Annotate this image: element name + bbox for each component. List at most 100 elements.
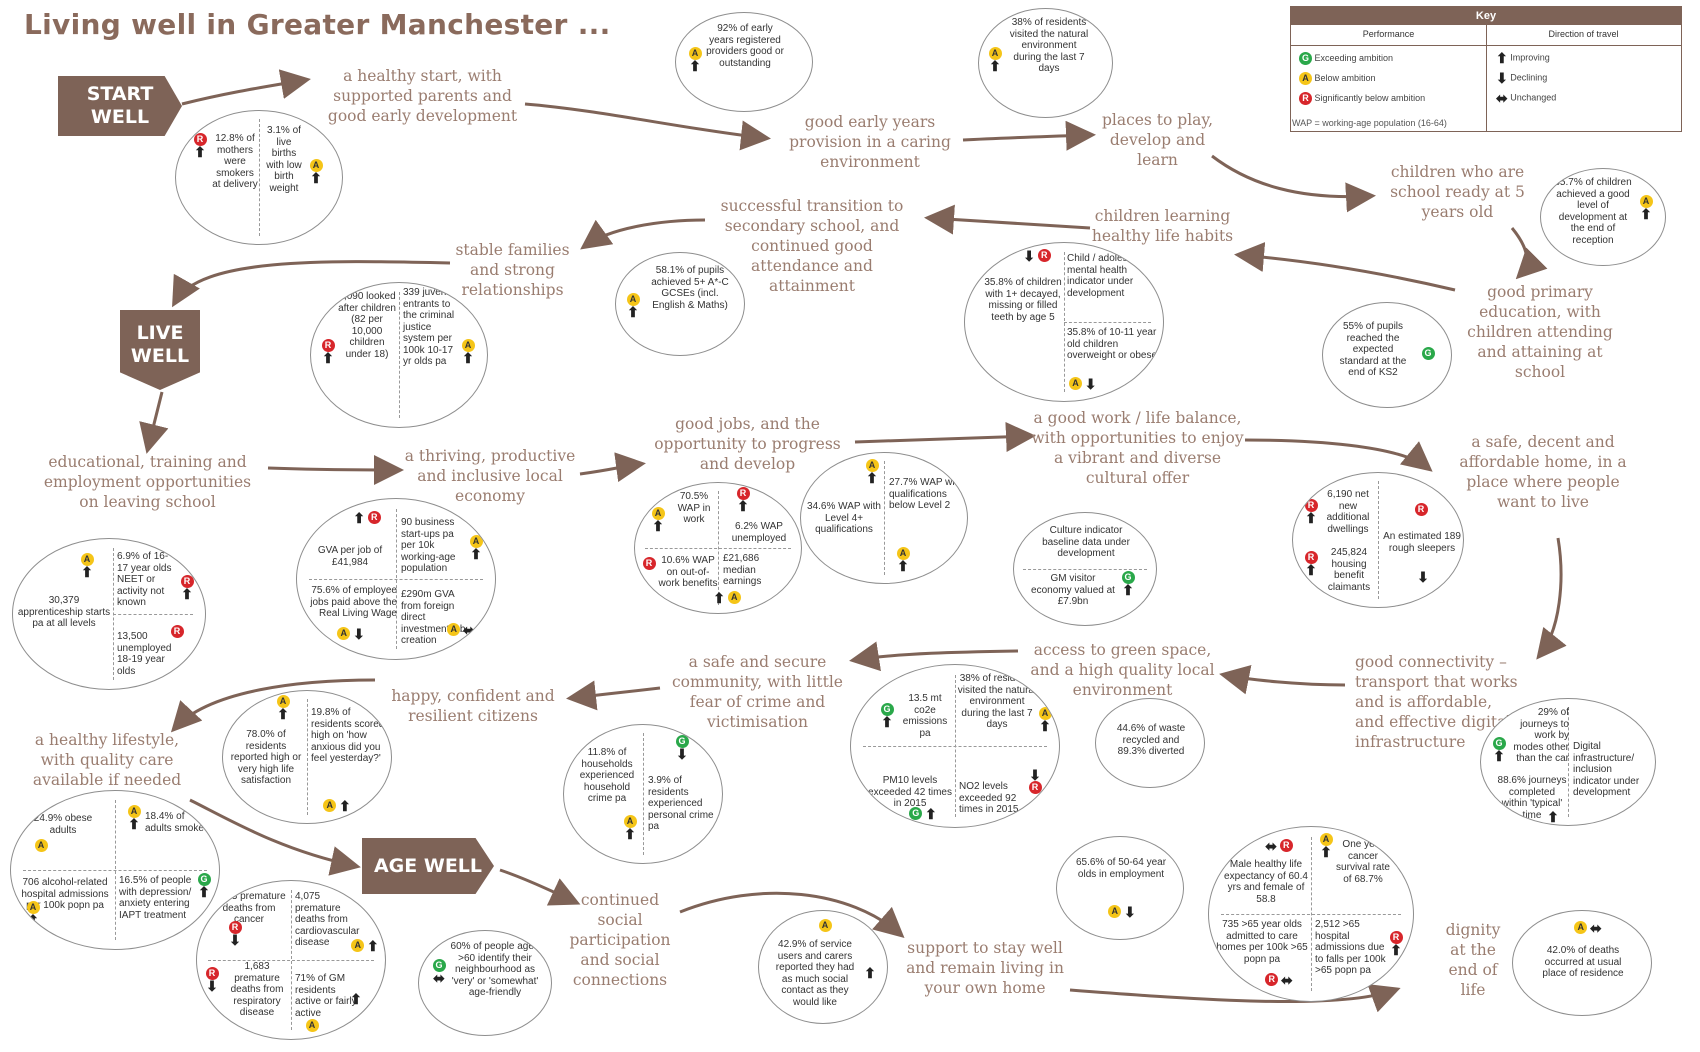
- red-rating-icon: R: [1037, 249, 1051, 262]
- indicator-text: 245,824 housing benefit claimants: [1327, 547, 1371, 593]
- indicator-text: 3.9% of residents experienced personal c…: [648, 775, 714, 832]
- flow-arrow: [854, 421, 1036, 452]
- red-rating-icon: R: [321, 339, 335, 352]
- arrow-up-icon: ⬆: [1305, 562, 1317, 578]
- arrow-up-icon: ⬆: [713, 589, 725, 606]
- phrase-good-jobs: good jobs, and the opportunity to progre…: [654, 415, 841, 473]
- arrow-up-icon: ⬆: [925, 805, 937, 822]
- flow-arrow: [579, 452, 646, 483]
- green-rating-icon: G: [1421, 347, 1435, 360]
- arrow-up-icon: ⬆: [1122, 582, 1134, 598]
- bubble-healthy-start: R⬆ 12.8% of mothers were smokers at deli…: [175, 110, 343, 245]
- indicator-text: 6,190 net new additional dwellings: [1326, 489, 1370, 535]
- amber-rating-icon: A: [818, 919, 832, 932]
- arrow-up-icon: ⬆: [1496, 50, 1508, 66]
- bubble-green-space: G⬆ 13.5 mt co2e emissions pa 38% of resi…: [850, 664, 1060, 828]
- arrow-down-icon: ⬇: [676, 746, 688, 762]
- amber-rating-icon: A: [1069, 377, 1082, 390]
- arrow-up-icon: ⬆: [462, 350, 474, 366]
- indicator-text: 42.9% of service users and carers report…: [775, 939, 855, 1008]
- arrow-up-icon: ⬆: [989, 58, 1001, 74]
- red-rating-icon: R: [1389, 931, 1403, 944]
- bubble-ks2: 55% of pupils reached the expected stand…: [1322, 302, 1452, 408]
- indicator-text: 90 business start-ups pa per 10k working…: [401, 517, 456, 574]
- indicator-text: £21,686 median earnings: [723, 553, 762, 587]
- indicator-text: 30,379 apprenticeship starts pa at all l…: [17, 595, 111, 629]
- green-rating-icon: G: [1492, 737, 1506, 750]
- arrow-up-icon: ⬆: [1493, 748, 1505, 764]
- amber-rating-icon: A: [351, 939, 365, 952]
- phrase-healthy-lifestyle: a healthy lifestyle, with quality care a…: [32, 731, 182, 789]
- arrow-up-icon: ⬆: [1320, 844, 1332, 860]
- flow-arrow: [580, 218, 706, 250]
- phrase-educational-opportunities: educational, training and employment opp…: [43, 453, 252, 511]
- arrow-up-icon: ⬆: [353, 509, 365, 526]
- bubble-independent-living: ⬌ R Male healthy life expectancy of 60.4…: [1208, 826, 1414, 1002]
- indicator-text: 6.2% WAP unemployed: [731, 521, 787, 544]
- bubble-older-employment: 65.6% of 50-64 year olds in employment A…: [1056, 836, 1184, 940]
- red-rating-icon: R: [1279, 839, 1293, 852]
- flow-arrow: [1536, 537, 1567, 660]
- arrow-up-icon: ⬆: [128, 816, 140, 832]
- arrow-up-icon: ⬆: [81, 564, 93, 580]
- green-rating-icon: G: [880, 703, 894, 716]
- amber-rating-icon: A: [461, 339, 475, 352]
- red-rating-icon: R: [367, 511, 381, 524]
- indicator-text: 75.6% of employee jobs paid above the Re…: [310, 585, 397, 619]
- arrow-down-icon: ⬇: [1084, 375, 1097, 392]
- bubble-community-safety: 11.8% of households experienced househol…: [563, 724, 723, 864]
- arrow-leftright-icon: ⬌: [463, 621, 475, 638]
- red-rating-icon: R: [1265, 973, 1279, 986]
- indicator-text: 58.1% of pupils achieved 5+ A*-C GCSEs (…: [651, 265, 729, 311]
- indicator-text: 38% of residents visited the natural env…: [957, 673, 1037, 730]
- bubble-age-friendly: G⬌ 60% of people aged >60 identify their…: [418, 930, 552, 1036]
- amber-rating-icon: A: [309, 159, 323, 172]
- arrow-down-icon: ⬇: [1023, 247, 1035, 264]
- indicator-text: 10.6% WAP on out-of-work benefits: [658, 555, 718, 589]
- phrase-healthy-habits: children learning healthy life habits: [1091, 207, 1234, 245]
- bubble-happy-citizens: A⬆ 78.0% of residents reported high or v…: [222, 690, 392, 824]
- phrase-green-space: access to green space, and a high qualit…: [1030, 641, 1215, 699]
- phrase-primary-education: good primary education, with children at…: [1467, 283, 1613, 381]
- arrow-up-icon: ⬆: [194, 144, 206, 160]
- arrow-up-icon: ⬆: [277, 706, 289, 722]
- indicator-text: 38% of residents visited the natural env…: [1009, 17, 1089, 74]
- arrow-leftright-icon: ⬌: [433, 970, 445, 986]
- flow-arrow: [1211, 154, 1376, 213]
- amber-rating-icon: A: [26, 901, 40, 914]
- key-direction-label: Declining: [1510, 72, 1548, 83]
- arrow-up-icon: ⬆: [367, 937, 379, 954]
- live-well-banner: LIVE WELL: [120, 310, 200, 390]
- indicator-text: Child / adolescent mental health indicat…: [1067, 253, 1147, 299]
- indicator-text: GVA per job of £41,984: [317, 545, 383, 568]
- arrow-up-icon: ⬆: [339, 797, 351, 814]
- indicator-text: 60% of people aged >60 identify their ne…: [450, 941, 540, 998]
- arrow-leftright-icon: ⬌: [1496, 90, 1508, 106]
- amber-rating-icon: A: [623, 815, 637, 828]
- amber-rating-icon: A: [1108, 905, 1122, 918]
- arrow-up-icon: ⬆: [866, 470, 878, 486]
- bubble-natural-environment-early: A⬆ 38% of residents visited the natural …: [978, 8, 1113, 118]
- red-rating-icon: R: [1299, 92, 1312, 105]
- green-rating-icon: G: [432, 959, 446, 972]
- arrow-leftright-icon: ⬌: [1265, 837, 1277, 854]
- phrase-affordable-home: a safe, decent and affordable home, in a…: [1459, 433, 1627, 511]
- flow-arrow: [924, 204, 1091, 235]
- page-title: Living well in Greater Manchester ...: [24, 8, 611, 41]
- bubble-gcse: A⬆ 58.1% of pupils achieved 5+ A*-C GCSE…: [615, 252, 745, 356]
- amber-rating-icon: A: [688, 47, 702, 60]
- indicator-text: £290m GVA from foreign direct investment…: [401, 589, 466, 646]
- bubble-premature-deaths: 6,263 premature deaths from cancer R⬇ 4,…: [196, 880, 386, 1040]
- arrow-down-icon: ⬇: [1124, 903, 1136, 920]
- amber-rating-icon: A: [865, 459, 879, 472]
- key-perf-label: Significantly below ambition: [1314, 92, 1426, 103]
- amber-rating-icon: A: [1639, 195, 1653, 208]
- indicator-text: 42.0% of deaths occurred at usual place …: [1542, 945, 1624, 979]
- arrow-up-icon: ⬆: [897, 558, 909, 574]
- bubble-culture: Culture indicator baseline data under de…: [1013, 512, 1157, 626]
- arrow-up-icon: ⬆: [1640, 206, 1652, 222]
- indicator-text: 6,263 premature deaths from cancer: [212, 891, 286, 925]
- bubble-economy: ⬆ R GVA per job of £41,984 90 business s…: [296, 498, 496, 660]
- amber-rating-icon: A: [626, 293, 640, 306]
- arrow-up-icon: ⬆: [1390, 942, 1402, 958]
